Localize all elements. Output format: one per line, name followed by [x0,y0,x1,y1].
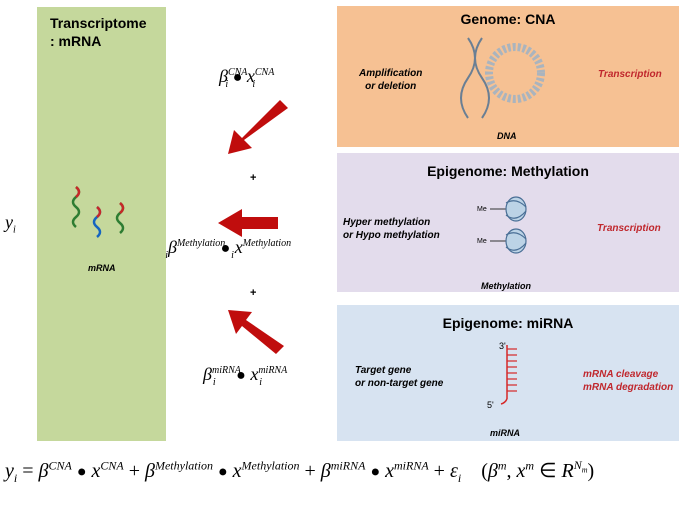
methylation-right-label: Transcription [597,223,661,234]
methylation-box: Epigenome: Methylation Hyper methylation… [337,153,679,292]
mirna-label: miRNA [490,428,521,438]
cna-term: βCNAi ● xCNAi [219,66,275,90]
three-prime-label: 3' [499,341,506,351]
arrow-icon [218,209,278,237]
full-equation: yi = βCNA ● xCNA + βMethylation ● xMethy… [5,458,595,485]
mrna-label: mRNA [88,263,116,273]
dna-icon [460,37,545,119]
plus-sign: + [250,172,257,184]
mirna-title: Epigenome: miRNA [442,315,574,331]
five-prime-label: 5' [487,400,494,410]
cna-right-label: Transcription [598,69,662,80]
yi-symbol: yi [5,212,16,236]
methylation-label: Methylation [481,281,532,291]
plus-sign: + [250,287,257,299]
methylation-title: Epigenome: Methylation [427,163,589,179]
arrow-icon [228,310,284,354]
me-label: Me [477,238,487,245]
mirna-strand-icon [500,345,517,405]
mirna-term: βmiRNAi ● xmiRNAi [203,364,288,388]
transcriptome-panel [37,7,166,441]
arrow-icon [228,100,288,154]
dna-label: DNA [497,131,517,141]
nucleosome-icon [490,196,527,254]
me-label: Me [477,206,487,213]
methylation-term: βMethylationi ● xMethylationi [165,237,292,261]
mrna-strands-icon [71,186,125,238]
cna-title: Genome: CNA [460,11,556,27]
transcriptome-title: Transcriptome : mRNA [50,15,147,49]
